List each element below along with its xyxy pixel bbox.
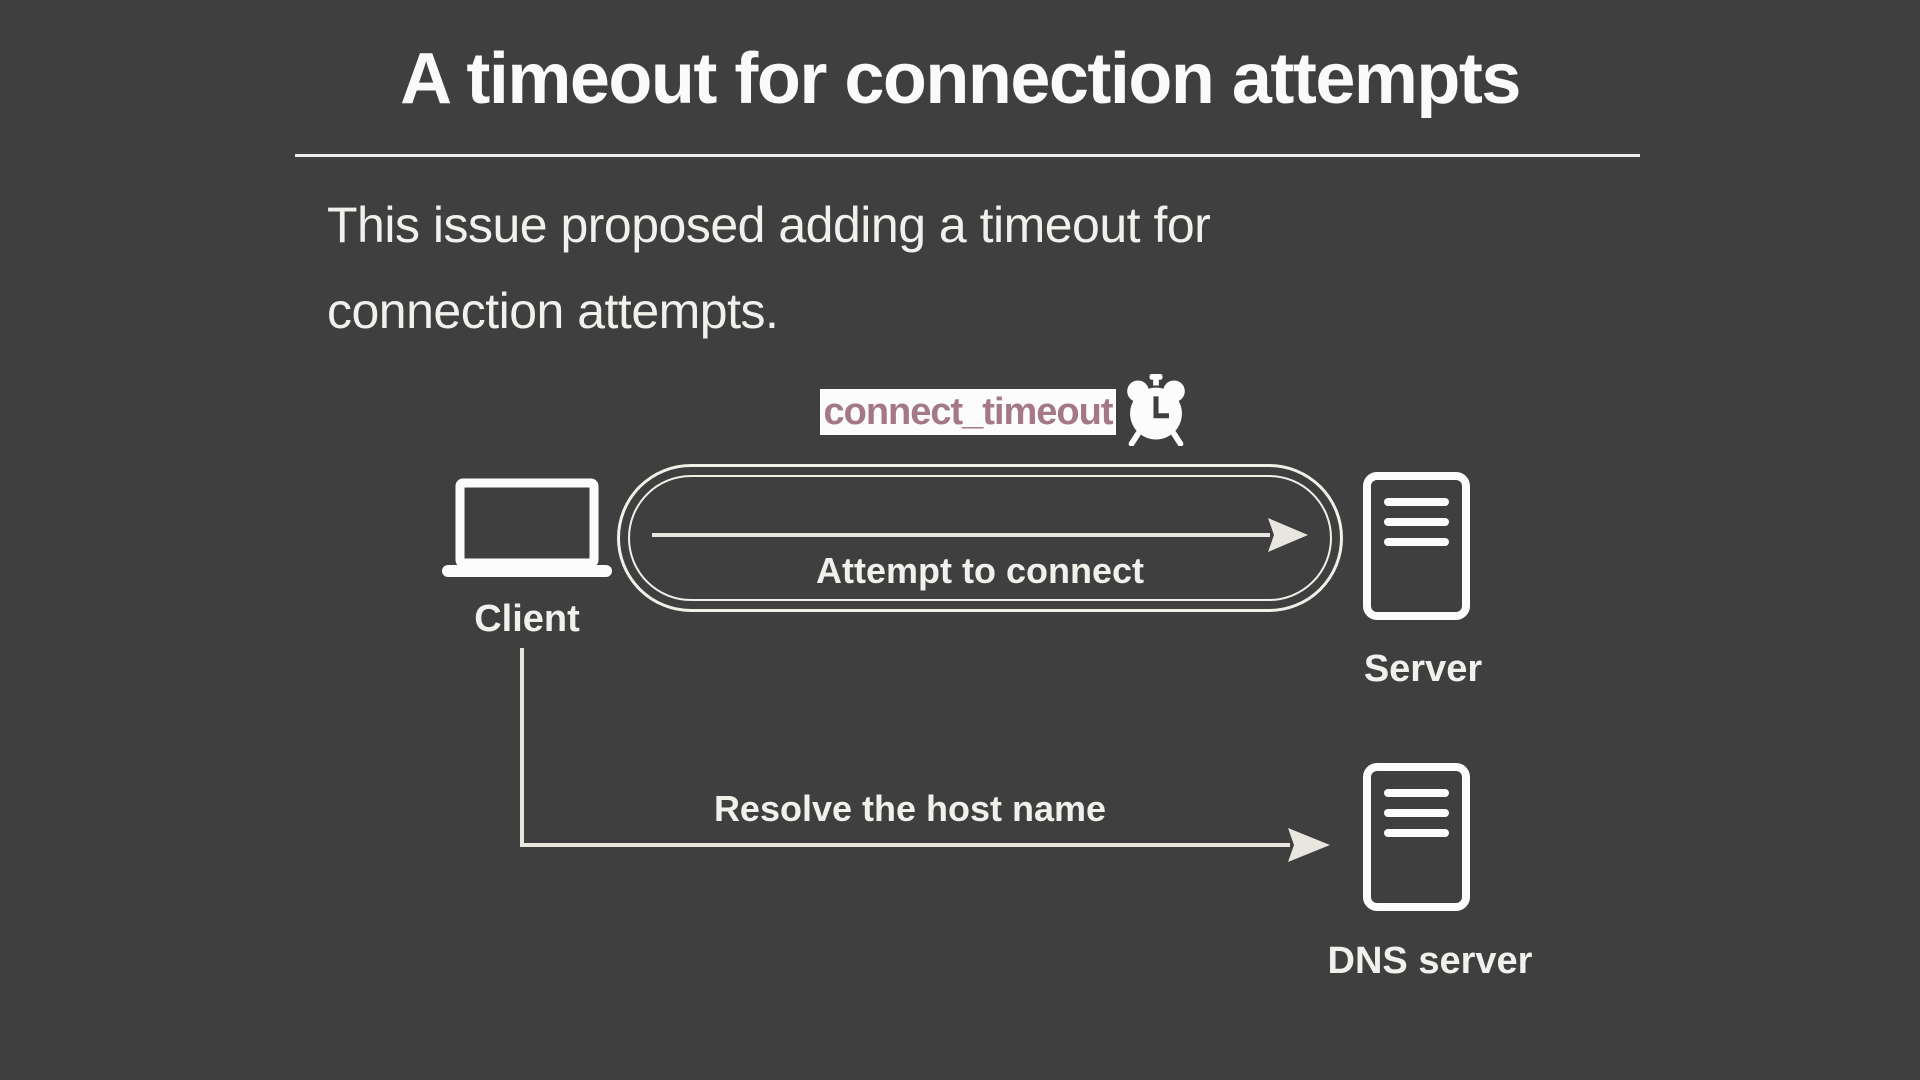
dns-server-icon [1363, 763, 1470, 911]
attempt-timeout-box-inner [628, 475, 1332, 601]
resolve-arrow-icon [520, 648, 1330, 862]
attempt-arrow-icon [652, 518, 1308, 552]
slide-body: This issue proposed adding a timeout for… [327, 196, 1211, 368]
connect-timeout-chip: connect_timeout [820, 389, 1116, 435]
server-label: Server [1363, 648, 1483, 690]
client-label: Client [474, 598, 580, 640]
attempt-arrow-label: Attempt to connect [816, 550, 1144, 591]
body-line-1: This issue proposed adding a timeout for [327, 197, 1211, 253]
slide-title: A timeout for connection attempts [400, 39, 1521, 119]
connect-timeout-label: connect_timeout [823, 390, 1113, 433]
server-icon [1363, 472, 1470, 620]
dns-server-label: DNS server [1327, 940, 1533, 982]
attempt-timeout-box [617, 464, 1343, 612]
laptop-icon [442, 478, 612, 577]
title-underline [295, 154, 1640, 157]
body-line-2: connection attempts. [327, 283, 779, 339]
resolve-arrow-label: Resolve the host name [713, 788, 1107, 829]
alarm-clock-icon [1127, 374, 1185, 446]
